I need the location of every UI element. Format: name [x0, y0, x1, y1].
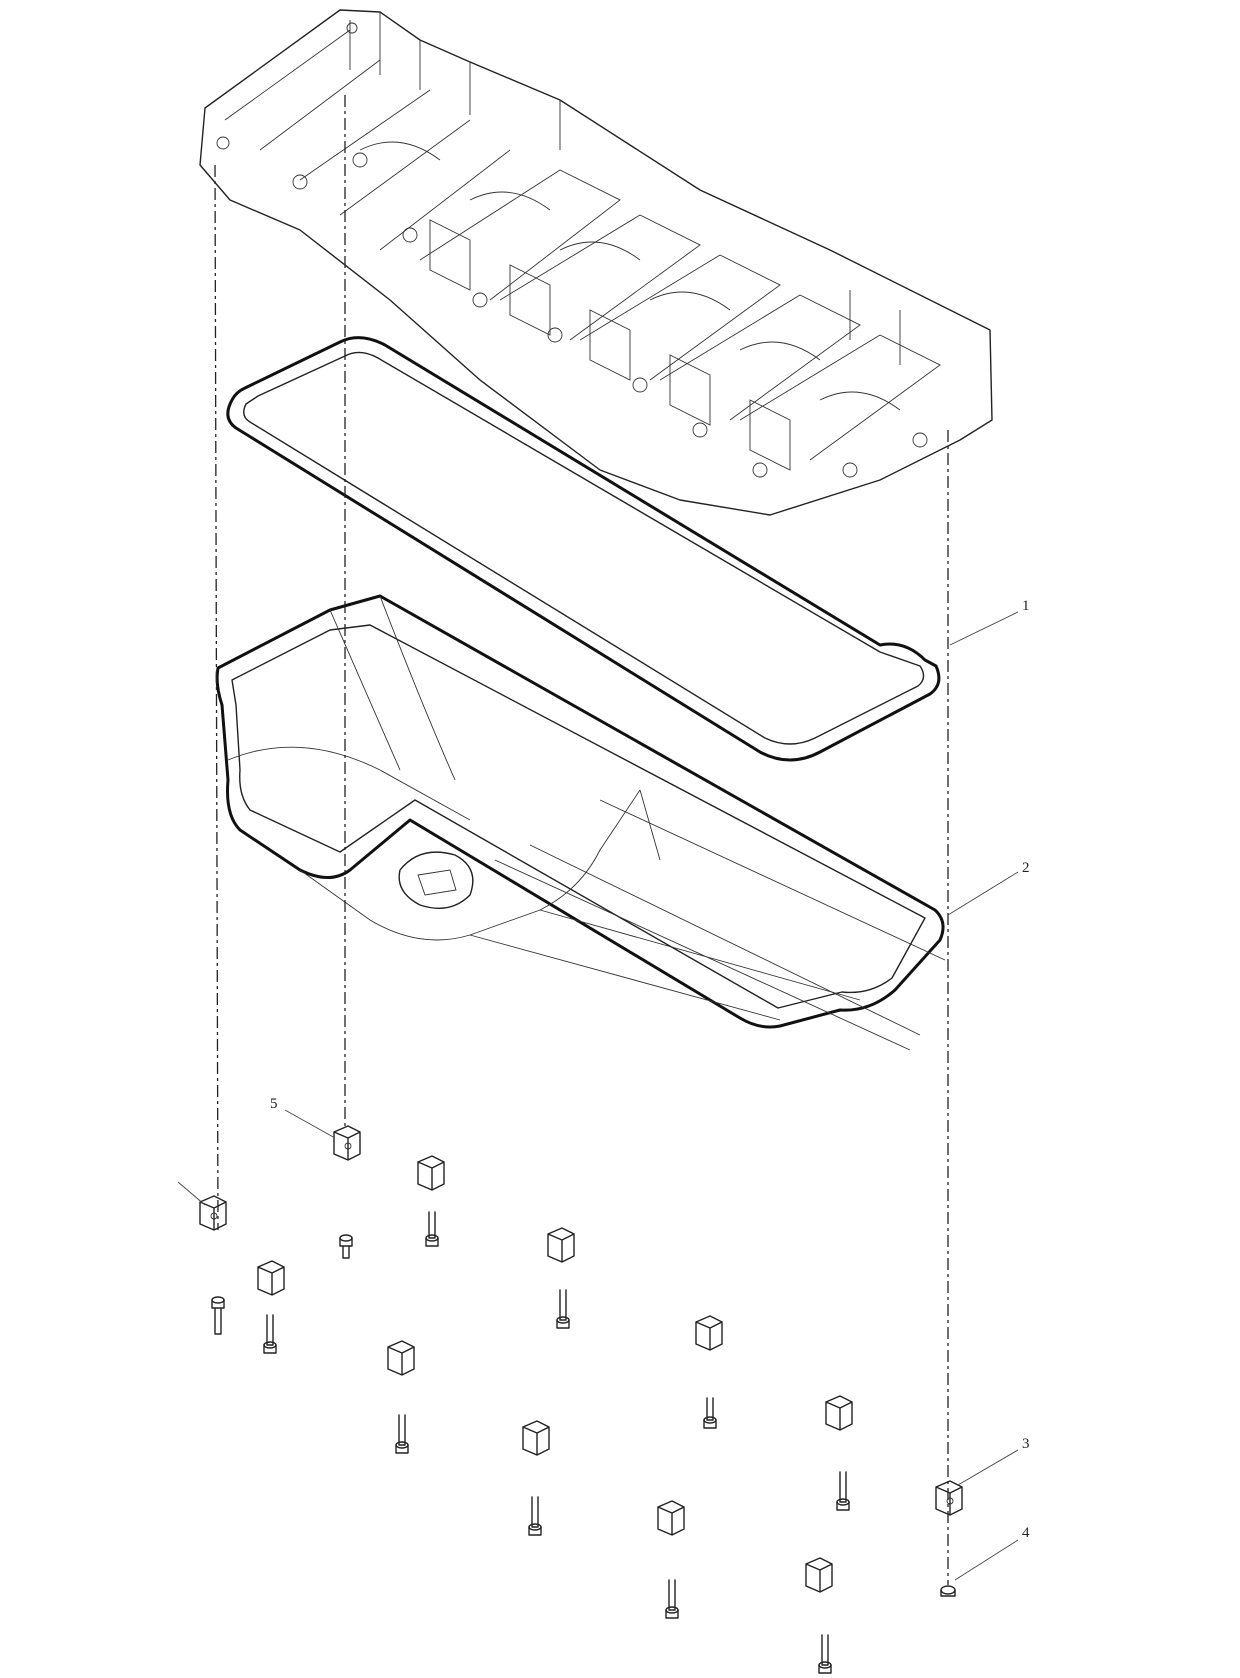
callouts: 1 2 3 4 5 [177, 598, 1030, 1581]
callout-leader-6 [177, 1181, 206, 1206]
callout-label-5: 5 [270, 1096, 278, 1112]
callout-leader-1 [949, 611, 1019, 646]
oil-pan-gasket [226, 336, 941, 762]
callout-leader-2 [947, 871, 1019, 916]
callout-leader-3 [957, 1449, 1019, 1486]
engine-block [199, 9, 993, 516]
callout-label-1: 1 [1022, 598, 1030, 614]
bolts [211, 1211, 956, 1674]
callout-label-4: 4 [1022, 1525, 1030, 1541]
callout-label-2: 2 [1022, 860, 1030, 876]
callout-leader-5 [284, 1109, 336, 1139]
callout-label-3: 3 [1022, 1436, 1030, 1452]
oil-pan [215, 594, 946, 1051]
callout-leader-4 [954, 1539, 1019, 1581]
spacers [199, 1125, 963, 1593]
alignment-lines [214, 95, 949, 1585]
